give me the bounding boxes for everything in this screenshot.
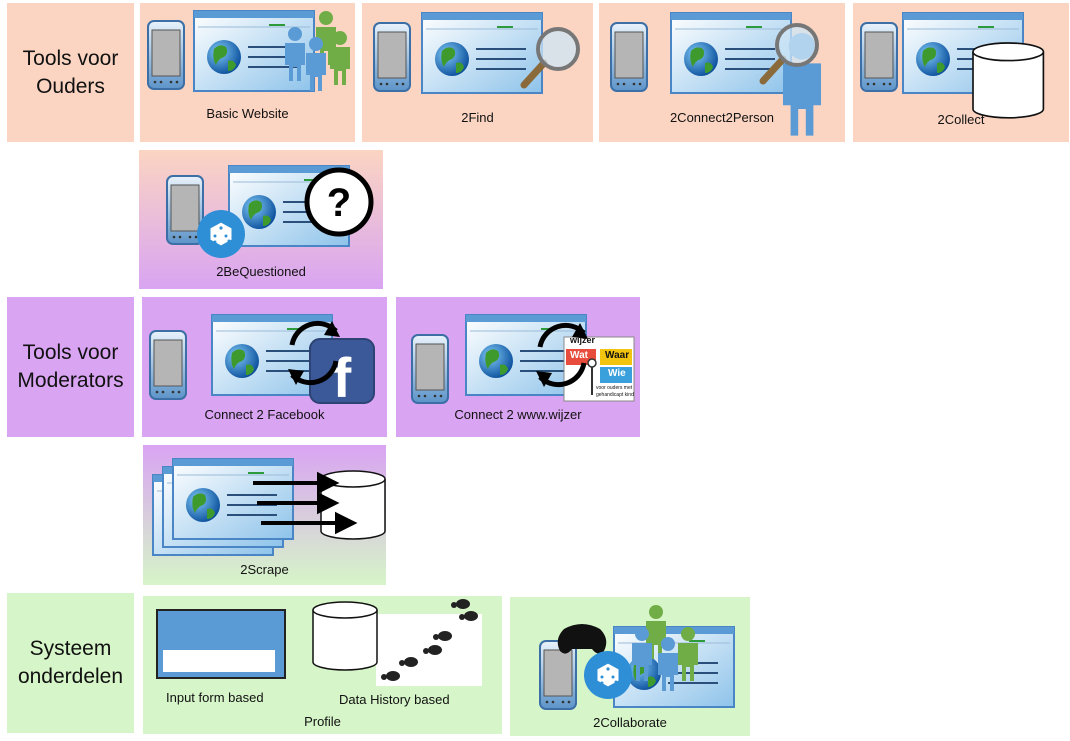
tool-label: 2BeQuestioned: [216, 264, 306, 279]
tool-label: Basic Website: [206, 106, 289, 121]
tool-2scrape: 2Scrape: [143, 445, 386, 585]
scrape-illustration: [152, 458, 386, 556]
tool-connect-wijzer: wijzer Wat Waar Wie voor ouders met geha…: [396, 297, 640, 437]
tool-basic-website: Basic Website: [140, 3, 355, 142]
basic-website-illustration: [147, 10, 350, 92]
wijzer-logo-wat: Wat: [570, 350, 588, 361]
wijzer-logo: [563, 336, 635, 402]
tool-2connect2person: 2Connect2Person: [599, 3, 845, 142]
tool-label: Connect 2 www.wijzer: [454, 407, 582, 422]
section-systeem: Systeem onderdelen: [7, 593, 134, 733]
svg-text:f: f: [333, 346, 352, 409]
facebook-illustration: f: [149, 314, 375, 409]
tool-2collaborate: 2Collaborate: [510, 597, 750, 736]
wijzer-illustration: [411, 314, 635, 404]
section-label: Tools voor Ouders: [22, 46, 119, 98]
tool-label: 2Connect2Person: [669, 110, 775, 125]
tool-label: Connect 2 Facebook: [204, 407, 325, 422]
tool-2bequestioned: ? 2BeQuestioned: [139, 150, 383, 289]
tool-label: 2Scrape: [240, 562, 289, 577]
bequestioned-illustration: ?: [166, 165, 374, 259]
collaborate-illustration: [539, 605, 735, 710]
wijzer-logo-sub1: voor ouders met: [596, 385, 633, 391]
wijzer-logo-title: wijzer: [570, 335, 596, 345]
tool-label: 2Collect: [937, 112, 985, 127]
section-label: Tools voor Moderators: [17, 341, 124, 392]
profile-label: Profile: [304, 714, 341, 729]
svg-text:?: ?: [327, 181, 351, 225]
wijzer-logo-sub2: gehandicapt kind: [596, 392, 634, 398]
tool-2find: 2Find: [362, 3, 593, 142]
section-ouders: Tools voor Ouders: [7, 3, 134, 142]
profile-illustration: [156, 599, 482, 686]
tool-label: 2Collaborate: [593, 715, 667, 730]
tool-profile: Input form based Data History based Prof…: [143, 596, 502, 734]
profile-input-form-label: Input form based: [166, 690, 264, 705]
wijzer-logo-wie: Wie: [608, 368, 626, 379]
tool-label: 2Find: [461, 110, 494, 125]
section-moderators: Tools voor Moderators: [7, 297, 134, 437]
tool-2collect: 2Collect: [853, 3, 1069, 142]
tool-connect-facebook: f Connect 2 Facebook: [142, 297, 387, 437]
wijzer-logo-waar: Waar: [605, 350, 630, 361]
profile-data-history-label: Data History based: [339, 692, 450, 707]
section-label: Systeem onderdelen: [17, 637, 124, 688]
